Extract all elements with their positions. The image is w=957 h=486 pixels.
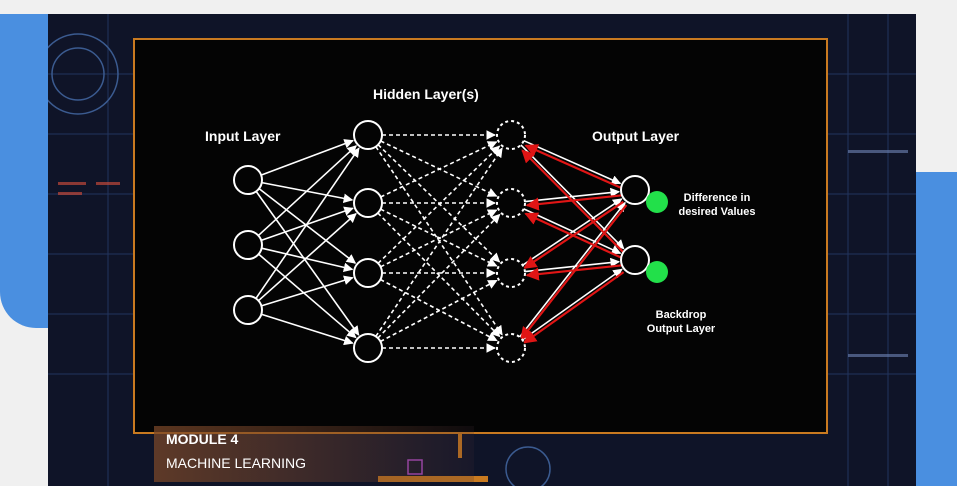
backprop-1-1 [524,212,623,260]
module-caption-box [154,426,474,482]
backdrop-note: Backdrop Output Layer [631,308,731,336]
error-marker-1 [646,191,668,213]
connection-l0-0-3 [255,190,360,336]
hidden-1-node-3 [353,258,383,288]
neural-network-diagram: Input Layer Hidden Layer(s) Output Layer… [133,38,828,434]
output-node-2 [620,245,650,275]
module-title: MACHINE LEARNING [166,455,307,471]
connection-l0-1-3 [258,253,357,339]
connection-l1-2-0 [377,145,501,264]
backprop-0-1 [525,194,622,211]
connection-l1-2-1 [380,209,498,268]
difference-note-line-2: desired Values [678,206,756,218]
connection-l0-1-0 [257,145,357,237]
connection-l0-1-2 [261,247,354,273]
connection-l2-2-1 [524,257,621,273]
input-node-1 [233,165,263,195]
connection-l2-2-0 [522,198,623,266]
connection-l1-3-2 [380,279,498,343]
module-number: MODULE 4 [166,431,239,447]
hidden-1-node-1 [353,120,383,150]
backprop-0-3 [520,204,628,341]
hidden-1-node-2 [353,188,383,218]
difference-note-line-1: Difference in [683,192,751,204]
connection-l0-2-3 [261,313,354,346]
backdrop-note-line-2: Output Layer [646,323,716,335]
error-marker-2 [646,261,668,283]
connection-l0-2-1 [257,213,357,302]
connection-l2-1-1 [523,208,622,255]
network-graph [233,120,668,363]
connection-l0-0-0 [260,139,354,176]
backprop-1-3 [522,271,625,344]
connection-l1-1-3 [377,212,501,338]
connection-l1-1-0 [380,141,498,198]
hidden-2-node-3 [496,258,526,288]
connection-l2-3-1 [521,268,623,341]
connection-l2-1-0 [524,187,621,203]
backprop-0-0 [524,144,623,190]
connection-l1-2-3 [380,278,498,342]
output-node-1 [620,175,650,205]
backprop-1-0 [521,149,626,255]
connection-l0-2-2 [261,275,354,307]
input-node-2 [233,230,263,260]
connection-l1-3-1 [377,213,501,339]
difference-note: Difference in desired Values [667,191,767,219]
hidden-layer-label: Hidden Layer(s) [373,86,479,102]
hidden-2-node-4 [496,333,526,363]
backprop-1-2 [525,264,622,281]
connection-l1-3-0 [375,147,503,337]
input-layer-label: Input Layer [205,128,281,144]
video-frame: Input Layer Hidden Layer(s) Output Layer… [48,14,916,486]
hidden-2-node-2 [496,188,526,218]
connection-l0-2-0 [255,147,360,299]
connection-l1-0-3 [375,146,503,336]
connection-l2-0-0 [523,139,622,185]
output-layer-label: Output Layer [592,128,680,144]
input-node-3 [233,295,263,325]
hidden-1-node-4 [353,333,383,363]
connection-l0-0-2 [258,187,357,264]
backdrop-note-line-1: Backdrop [655,309,707,321]
hidden-2-node-1 [496,120,526,150]
